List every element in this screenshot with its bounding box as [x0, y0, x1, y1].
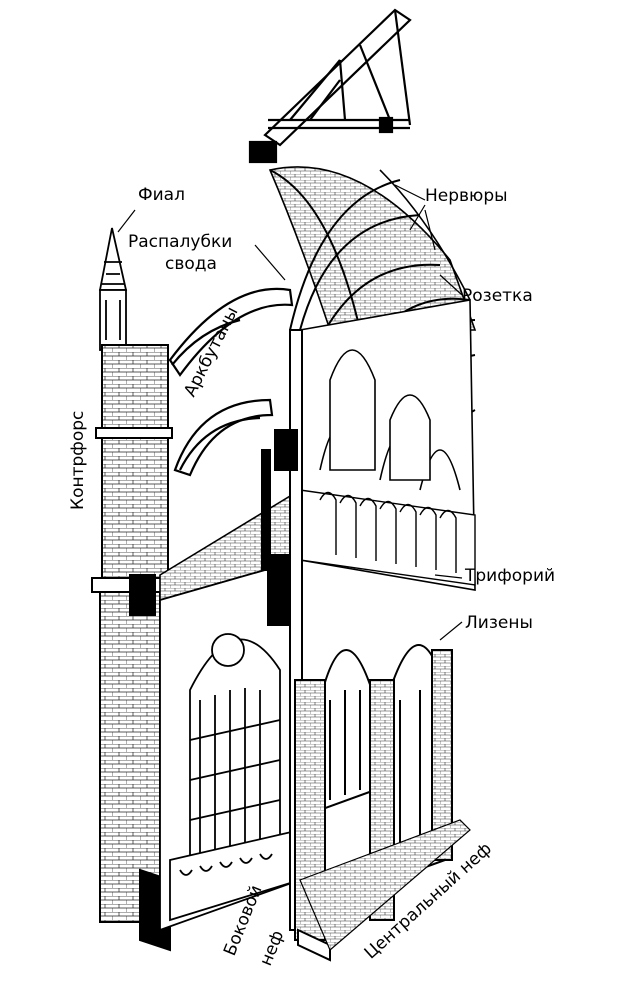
label-kontrfors: Контрфорс — [68, 410, 88, 510]
label-rozetka: Розетка — [462, 286, 533, 306]
pinnacle — [98, 227, 128, 351]
leader-lines — [117, 184, 463, 641]
buttress — [91, 344, 173, 952]
floor — [299, 819, 471, 951]
label-fial: Фиал — [138, 185, 185, 205]
aisle-wall — [159, 558, 301, 932]
roof-truss — [248, 8, 412, 164]
label-nervyury: Нервюры — [425, 186, 508, 206]
label-raspalubki-line2: свода — [165, 254, 217, 274]
label-triforiy: Трифорий — [465, 566, 556, 586]
label-raspalubki-line1: Распалубки — [128, 232, 233, 252]
label-lizeny: Лизены — [465, 613, 533, 633]
flying-buttresses — [168, 287, 294, 477]
